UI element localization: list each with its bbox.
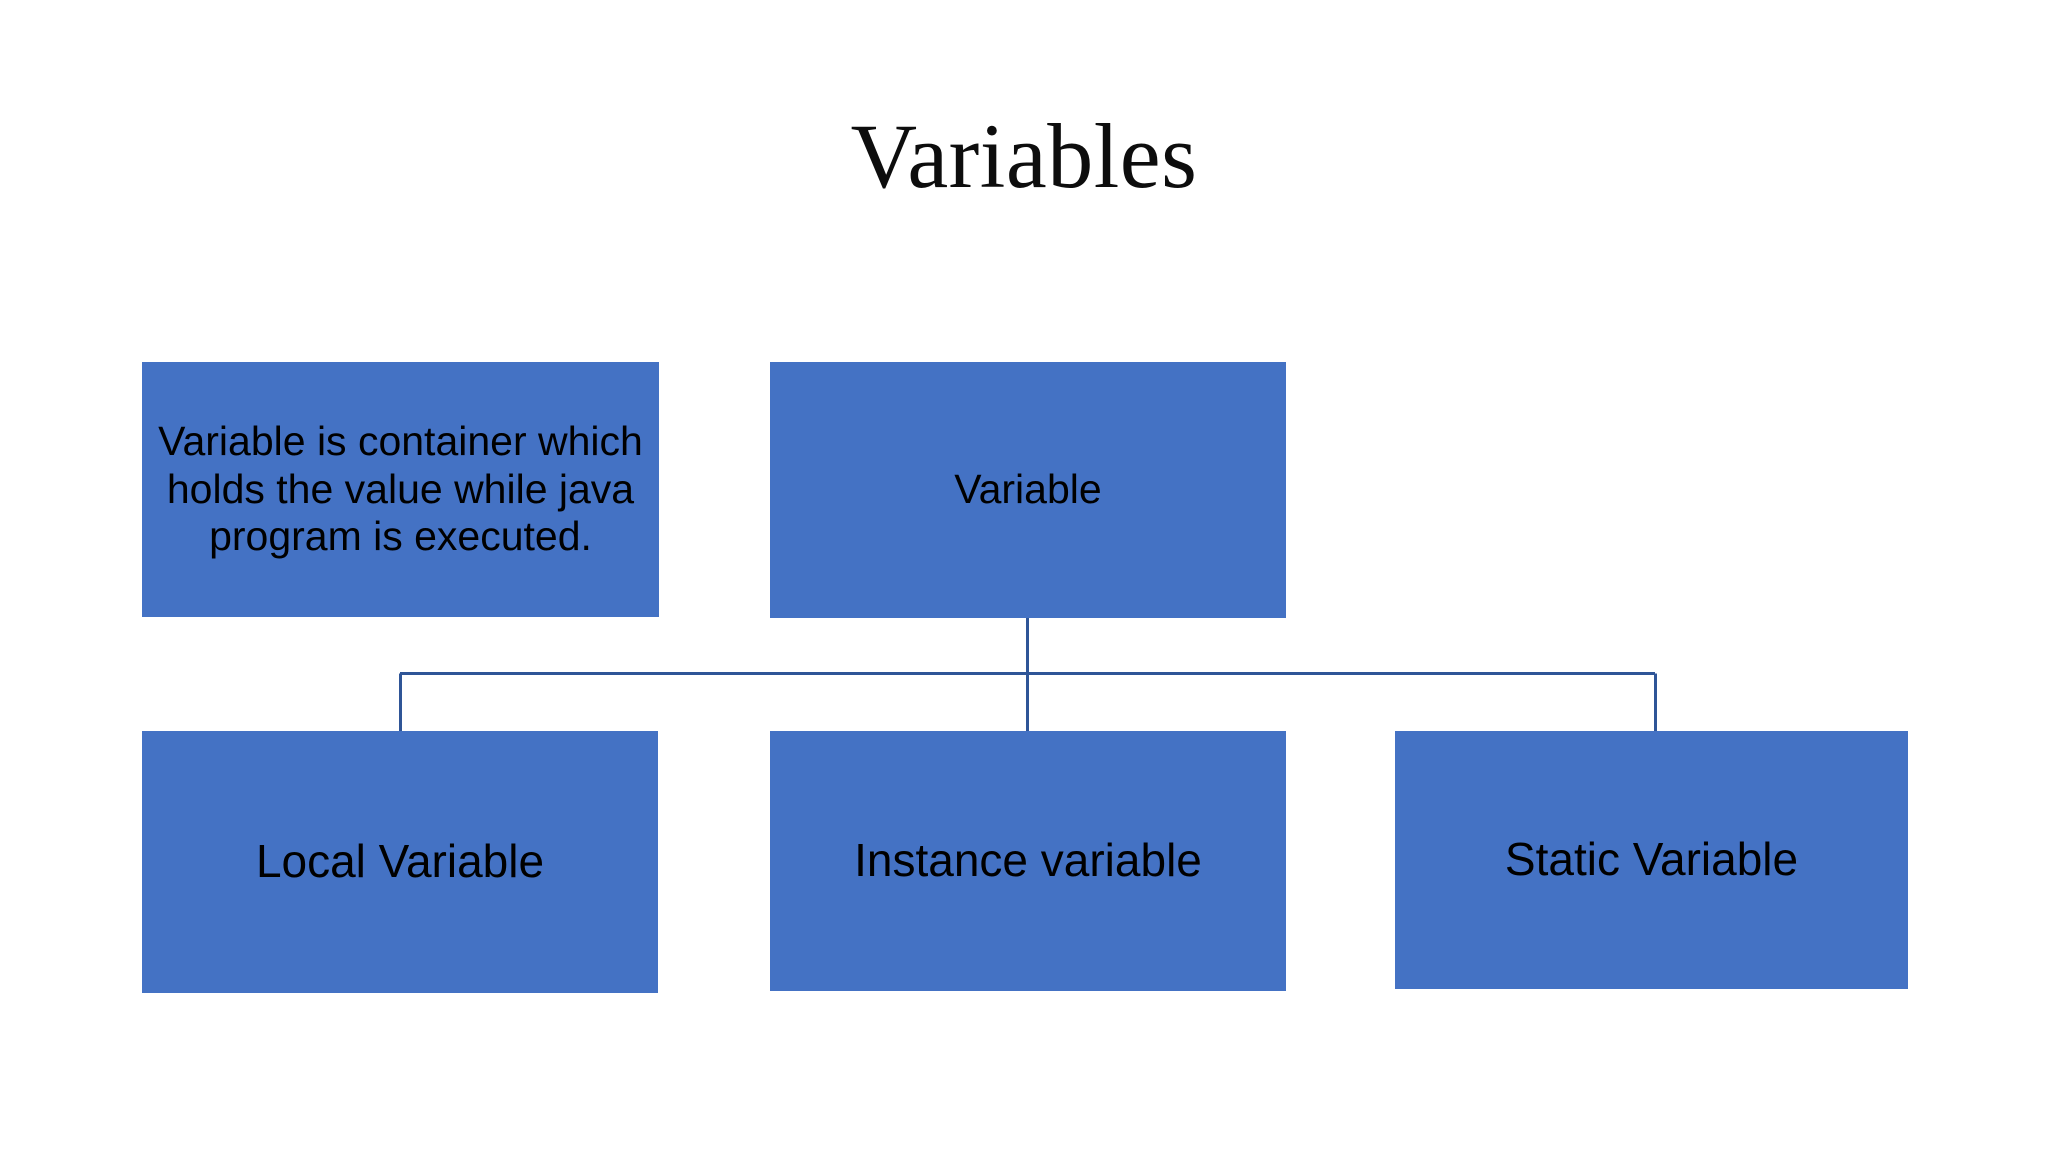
description-box-label: Variable is container which holds the va… <box>158 418 643 560</box>
page-title: Variables <box>850 105 1198 207</box>
node-instance-variable-label: Instance variable <box>854 834 1202 887</box>
node-local-variable-label: Local Variable <box>255 835 545 888</box>
node-instance-variable[interactable]: Instance variable <box>770 731 1286 991</box>
node-variable-root[interactable]: Variable <box>770 362 1286 618</box>
node-local-variable[interactable]: Local Variable <box>142 731 658 993</box>
node-static-variable-label: Static Variable <box>1504 833 1799 886</box>
node-static-variable[interactable]: Static Variable <box>1395 731 1908 989</box>
node-variable-root-label: Variable <box>954 466 1102 513</box>
description-box[interactable]: Variable is container which holds the va… <box>142 362 659 617</box>
